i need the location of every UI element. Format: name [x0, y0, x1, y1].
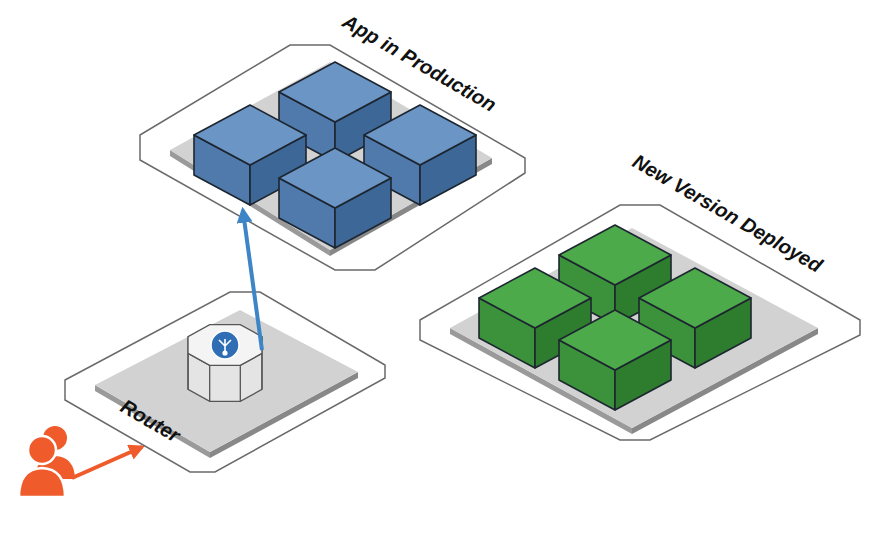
platform-outline: [415, 200, 865, 445]
platform-border: [65, 292, 385, 472]
platform: App in Production: [135, 40, 530, 275]
platform-outline: [60, 288, 390, 476]
router-icon: [188, 325, 262, 402]
platform-outline: [135, 40, 530, 275]
server-cube: [559, 310, 671, 410]
server-cube: [279, 148, 391, 248]
platform: New Version Deployed: [415, 200, 865, 445]
platform: Router: [60, 288, 390, 476]
user-arrow: [72, 447, 142, 478]
traffic-arrow: [243, 210, 262, 350]
user-icon: [19, 425, 76, 497]
platform-ground: [95, 310, 358, 452]
platform-ground: [170, 62, 492, 250]
